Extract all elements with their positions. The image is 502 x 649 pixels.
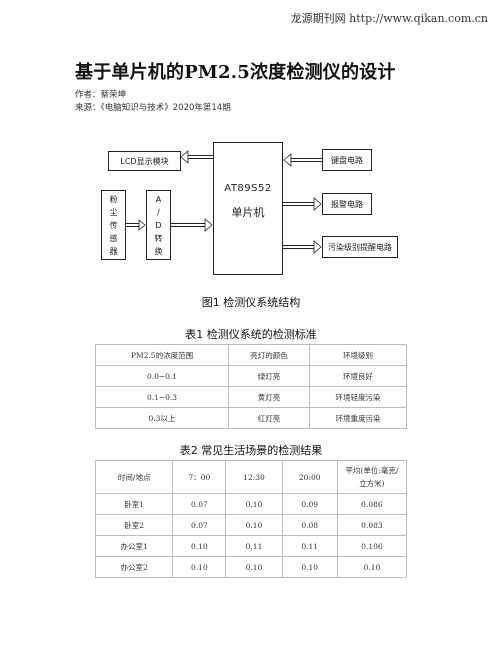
adc-block: A / D 转 换 (146, 190, 171, 260)
sensor-char: 感 (109, 233, 118, 243)
table-cell: 0.086 (336, 493, 408, 515)
keyboard-block: 键盘电路 (322, 149, 372, 171)
table-cell: 0.09 (281, 493, 338, 515)
sensor-char: 粉 (109, 194, 118, 204)
lcd-block: LCD显示模块 (108, 151, 181, 171)
table1: PM2.5的浓度范围 亮灯的颜色 环境级别 0.0~0.1 绿灯亮 环境良好 0… (94, 344, 407, 429)
table-row: 办公室1 0.10 0.11 0.11 0.106 (94, 535, 408, 557)
sensor-char: 器 (109, 246, 118, 256)
table-cell: 0.0~0.1 (94, 365, 230, 387)
table-cell: 卧室2 (94, 514, 174, 536)
sensor-char: 尘 (109, 207, 118, 217)
table-cell: 办公室2 (94, 556, 174, 578)
adc-char: A (155, 194, 162, 204)
table-cell: 0.10 (336, 556, 408, 578)
table-cell: 0.08 (281, 514, 338, 536)
table-header-cell: 20:00 (281, 460, 338, 494)
adc-char: 换 (154, 246, 163, 256)
pollution-block: 污染级别提醒电路 (322, 236, 398, 258)
table-header-cell: 时间/地点 (94, 460, 174, 494)
adc-char: D (155, 220, 162, 230)
figure-caption: 图1 检测仪系统结构 (201, 296, 301, 309)
table-cell: 环境良好 (309, 365, 407, 387)
table-cell: 0.106 (336, 535, 408, 557)
table-cell: 0.10 (281, 556, 338, 578)
table-row: 0.0~0.1 绿灯亮 环境良好 (94, 365, 407, 387)
system-block-diagram: AT89S52 单片机 LCD显示模块 粉 尘 传 感 器 A / D 转 换 … (96, 135, 416, 285)
table-cell: 0.10 (172, 556, 227, 578)
article-title: 基于单片机的PM2.5浓度检测仪的设计 (75, 62, 396, 83)
table-cell: 0.11 (225, 535, 283, 557)
table-cell: 环境重度污染 (309, 407, 407, 429)
table-header-cell: 环境级别 (309, 344, 407, 366)
sensor-block: 粉 尘 传 感 器 (101, 190, 126, 260)
table-header-cell: 7：00 (172, 460, 227, 494)
table-cell: 0.083 (336, 514, 408, 536)
table-row: 卧室2 0.07 0.10 0.08 0.083 (94, 514, 408, 536)
mcu-label: 单片机 (231, 206, 265, 219)
table-header-cell: 亮灯的颜色 (228, 344, 311, 366)
mcu-block: AT89S52 单片机 (213, 142, 283, 275)
alarm-block: 报警电路 (322, 193, 372, 215)
table2-title: 表2 常见生活场景的检测结果 (179, 444, 323, 457)
article-author: 作者：蔡荣坤 (75, 90, 127, 100)
table-row: 办公室2 0.10 0.10 0.10 0.10 (94, 556, 408, 578)
table-cell: 0.07 (172, 493, 227, 515)
table-cell: 卧室1 (94, 493, 174, 515)
table-cell: 办公室1 (94, 535, 174, 557)
adc-char: 转 (154, 233, 163, 243)
table-cell: 0.10 (225, 493, 283, 515)
table1-title: 表1 检测仪系统的检测标准 (185, 328, 317, 341)
table-cell: 环境轻度污染 (309, 386, 407, 408)
table-cell: 0.3以上 (94, 407, 230, 429)
table-row: 0.1~0.3 黄灯亮 环境轻度污染 (94, 386, 407, 408)
article-source: 来源：《电脑知识与技术》2020年第14期 (75, 103, 231, 113)
adc-char: / (157, 207, 160, 217)
table-cell: 0.11 (281, 535, 338, 557)
site-header: 龙源期刊网 http://www.qikan.com.cn (290, 12, 488, 25)
table-cell: 绿灯亮 (228, 365, 311, 387)
arrowhead-lcd (180, 150, 189, 164)
table-cell: 红灯亮 (228, 407, 311, 429)
table-cell: 0.10 (225, 556, 283, 578)
sensor-char: 传 (109, 220, 118, 230)
table-cell: 0.10 (172, 535, 227, 557)
mcu-model: AT89S52 (224, 183, 272, 194)
table-cell: 黄灯亮 (228, 386, 311, 408)
table-cell: 0.1~0.3 (94, 386, 230, 408)
table-header-cell: PM2.5的浓度范围 (94, 344, 230, 366)
table-row: 卧室1 0.07 0.10 0.09 0.086 (94, 493, 408, 515)
table-row: 0.3以上 红灯亮 环境重度污染 (94, 407, 407, 429)
table-header-cell: 12:30 (225, 460, 283, 494)
table-header-cell: 平均(单位:毫克/立方米) (336, 460, 408, 494)
table2: 时间/地点 7：00 12:30 20:00 平均(单位:毫克/立方米) 卧室1… (94, 460, 408, 578)
diagram-arrows (126, 150, 322, 254)
table-cell: 0.10 (225, 514, 283, 536)
table-header-row: 时间/地点 7：00 12:30 20:00 平均(单位:毫克/立方米) (94, 460, 408, 494)
table-cell: 0.07 (172, 514, 227, 536)
table-header-row: PM2.5的浓度范围 亮灯的颜色 环境级别 (94, 344, 407, 366)
